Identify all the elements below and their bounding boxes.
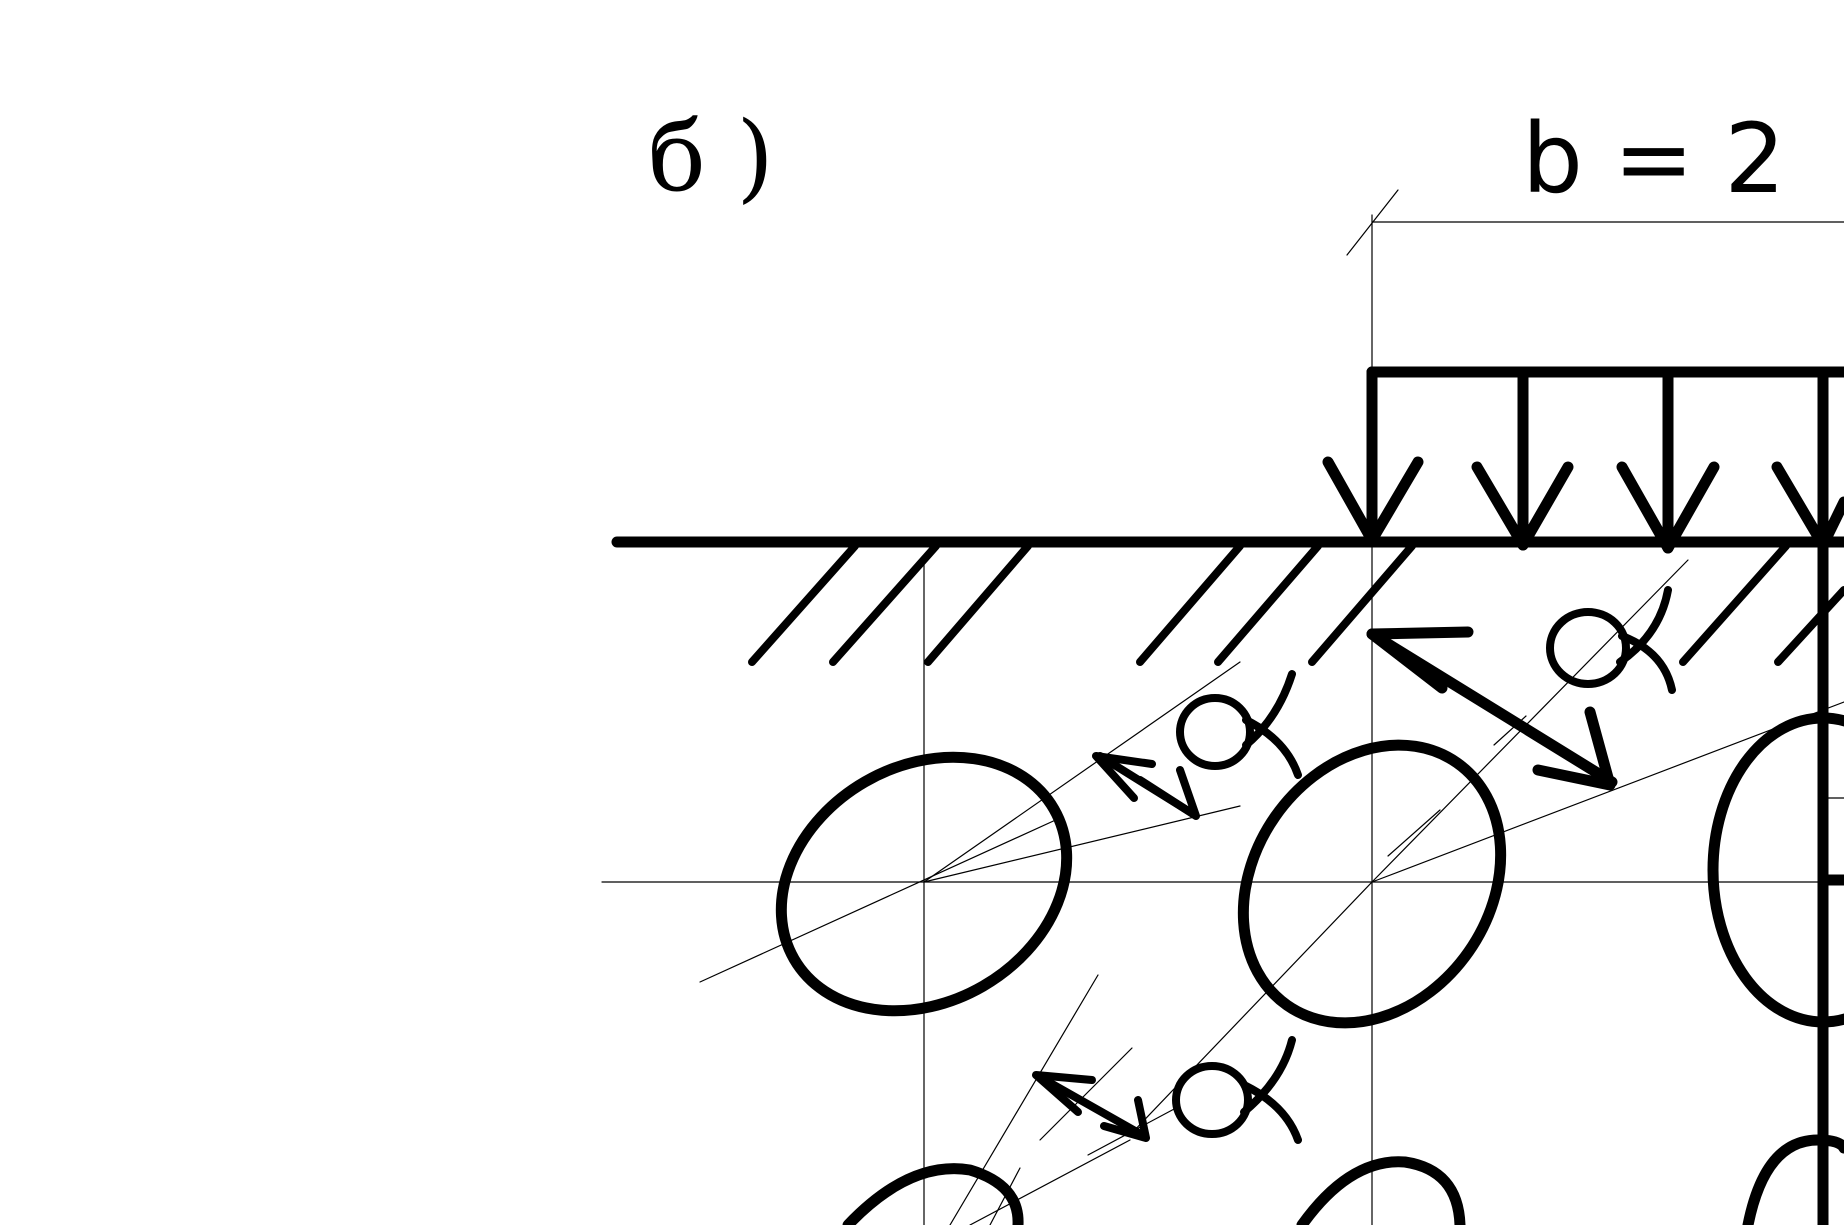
- alpha-symbol-upper-left: [1176, 670, 1302, 779]
- dimension-line: [1346, 189, 1844, 541]
- ellipse-right-lower: [1742, 1134, 1844, 1225]
- construction-lines: [601, 539, 1844, 1225]
- ellipse-center-upper: [1237, 739, 1507, 1029]
- ellipse-center-lower: [1296, 1156, 1466, 1225]
- ellipse-left-upper: [775, 751, 1073, 1017]
- alpha-symbol-lower: [1172, 1036, 1302, 1144]
- ellipse-left-lower: [842, 1163, 1024, 1225]
- alpha-symbol-upper-right: [1546, 586, 1676, 694]
- angle-arrows: [1032, 626, 1618, 1142]
- panel-label: б ): [648, 101, 774, 213]
- distributed-load: [1322, 366, 1844, 554]
- ellipse-right-upper: [1707, 712, 1844, 1028]
- ground-surface: [611, 536, 1844, 666]
- dimension-label: b = 2: [1522, 103, 1785, 215]
- stress-ellipses: [775, 712, 1844, 1225]
- load-axis: [1817, 539, 1844, 1225]
